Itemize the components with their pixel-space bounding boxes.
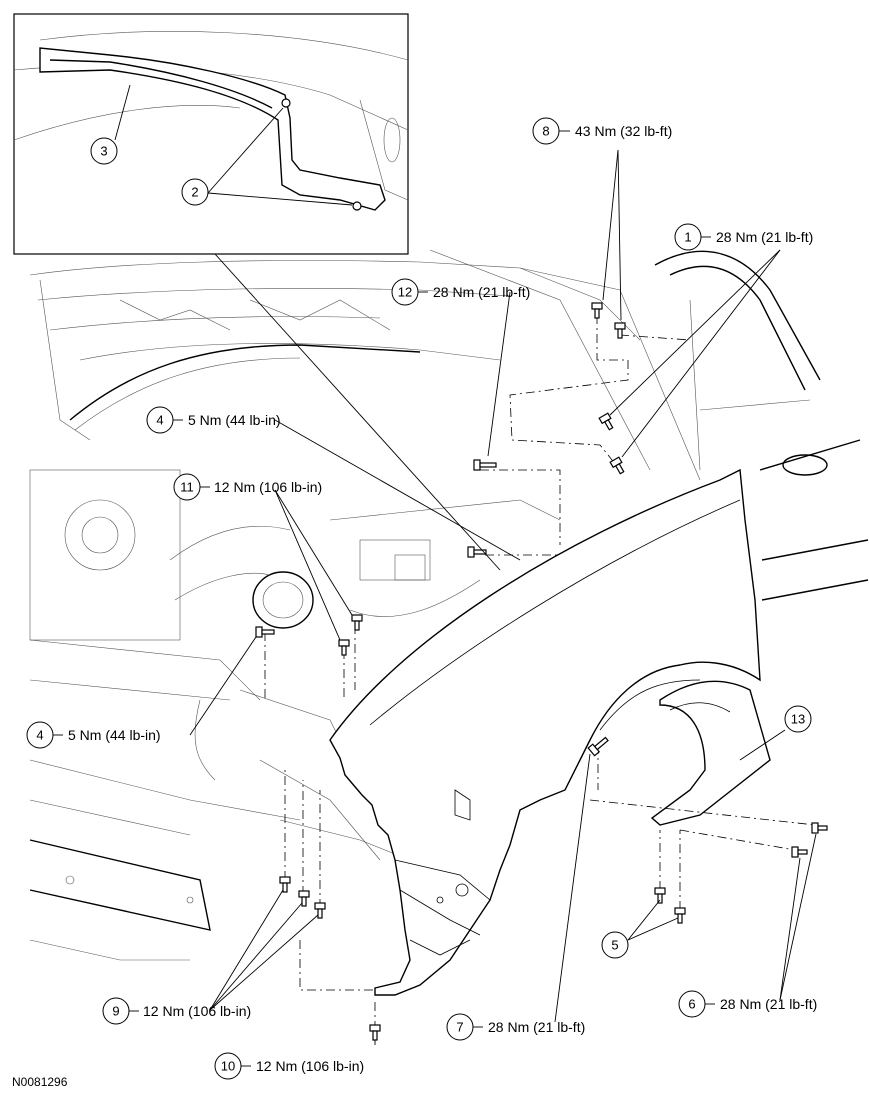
- svg-text:5 Nm (44 lb-in): 5 Nm (44 lb-in): [188, 412, 281, 428]
- svg-text:5: 5: [611, 938, 618, 953]
- svg-text:2: 2: [191, 185, 198, 200]
- bolt-icon: [591, 302, 603, 319]
- bolt-icon: [298, 890, 310, 907]
- svg-text:6: 6: [688, 997, 695, 1012]
- svg-text:28 Nm (21 lb-ft): 28 Nm (21 lb-ft): [488, 1019, 585, 1035]
- svg-text:43 Nm (32 lb-ft): 43 Nm (32 lb-ft): [575, 123, 672, 139]
- svg-text:13: 13: [791, 712, 805, 727]
- fender: [329, 468, 761, 996]
- bolt-icon: [314, 902, 326, 919]
- svg-text:10: 10: [221, 1059, 235, 1074]
- bolt-icon: [587, 736, 609, 757]
- callout-1: 1 28 Nm (21 lb-ft): [674, 223, 813, 251]
- svg-text:12 Nm (106 lb-in): 12 Nm (106 lb-in): [256, 1058, 364, 1074]
- bolt-icon: [609, 456, 625, 475]
- svg-text:12 Nm (106 lb-in): 12 Nm (106 lb-in): [143, 1003, 251, 1019]
- bolts: [255, 302, 828, 1041]
- bolt-icon: [369, 1024, 381, 1041]
- bolt-icon: [654, 887, 666, 904]
- svg-text:4: 4: [156, 413, 163, 428]
- svg-text:9: 9: [112, 1004, 119, 1019]
- svg-text:28 Nm (21 lb-ft): 28 Nm (21 lb-ft): [720, 996, 817, 1012]
- bolt-icon: [811, 822, 828, 834]
- callout-6: 6 28 Nm (21 lb-ft): [678, 990, 817, 1018]
- callout-13: 13: [784, 705, 812, 733]
- callout-9: 9 12 Nm (106 lb-in): [102, 997, 251, 1025]
- bolt-icon: [467, 546, 487, 558]
- svg-text:11: 11: [180, 480, 194, 495]
- svg-text:12 Nm (106 lb-in): 12 Nm (106 lb-in): [214, 479, 322, 495]
- inset-detail: [13, 13, 409, 255]
- bolt-icon: [279, 876, 291, 893]
- callout-4-lower: 4 5 Nm (44 lb-in): [26, 721, 161, 749]
- engine-bay-background: [29, 249, 869, 961]
- callout-12: 12 28 Nm (21 lb-ft): [391, 278, 530, 306]
- svg-text:28 Nm (21 lb-ft): 28 Nm (21 lb-ft): [433, 284, 530, 300]
- bolt-icon: [674, 907, 686, 924]
- figure-id: N0081296: [12, 1075, 68, 1089]
- svg-text:28 Nm (21 lb-ft): 28 Nm (21 lb-ft): [716, 229, 813, 245]
- svg-text:12: 12: [398, 285, 412, 300]
- bolt-icon: [255, 626, 275, 638]
- bolt-icon: [351, 614, 363, 631]
- bolt-icon: [791, 846, 808, 858]
- callout-7: 7 28 Nm (21 lb-ft): [446, 1013, 585, 1041]
- callout-3: 3: [90, 137, 118, 165]
- callout-2: 2: [181, 178, 209, 206]
- bolt-icon: [598, 412, 614, 431]
- svg-text:5 Nm (44 lb-in): 5 Nm (44 lb-in): [68, 727, 161, 743]
- leader-lines: [114, 84, 817, 1045]
- callout-10: 10 12 Nm (106 lb-in): [214, 1052, 364, 1080]
- wheel-opening-molding: [650, 680, 771, 826]
- bolt-icon: [614, 322, 626, 339]
- bolt-icon: [473, 459, 497, 471]
- svg-text:8: 8: [542, 124, 549, 139]
- bolt-icon: [338, 639, 350, 656]
- callout-5: 5: [601, 931, 629, 959]
- callout-11: 11 12 Nm (106 lb-in): [173, 473, 322, 501]
- callout-8: 8 43 Nm (32 lb-ft): [532, 117, 672, 145]
- svg-text:1: 1: [684, 230, 691, 245]
- svg-text:4: 4: [36, 728, 43, 743]
- svg-text:7: 7: [456, 1020, 463, 1035]
- callout-4-upper: 4 5 Nm (44 lb-in): [146, 406, 281, 434]
- svg-text:3: 3: [100, 144, 107, 159]
